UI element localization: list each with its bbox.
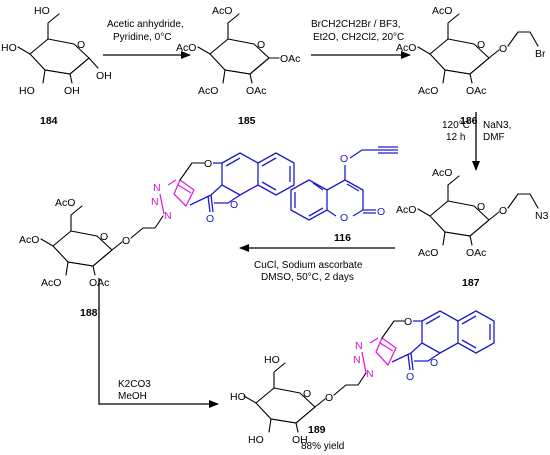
compound-188: O AcO AcO AcO OAc O 188 N N N O O O [19, 152, 295, 319]
compound-label-185: 185 [238, 115, 256, 127]
label-aco-bottom: AcO [198, 85, 218, 97]
step4-line1: CuCl, Sodium ascorbate [254, 260, 363, 271]
step1-line1: Acetic anhydride, [107, 19, 184, 30]
label-azide: N3 [535, 210, 549, 222]
triazole-n3: N [355, 340, 363, 352]
linker-oxygen: O [122, 235, 130, 247]
carbonyl-oxygen: O [406, 371, 414, 383]
label-ho-top: HO [264, 354, 280, 366]
carbonyl-oxygen: O [206, 213, 214, 225]
linker-oxygen: O [499, 205, 507, 217]
compound-184: O HO HO HO OH OH 184 [1, 5, 112, 127]
lactone-oxygen: O [230, 199, 238, 211]
ether-oxygen: O [340, 153, 348, 165]
step3-right1: NaN3, [483, 120, 511, 131]
compound-189: O HO HO HO OH O 189 88% yield N N N O O … [230, 310, 495, 452]
carbonyl-oxygen: O [377, 206, 385, 218]
ring-oxygen: O [257, 39, 265, 51]
label-ho-top: HO [34, 5, 50, 17]
compound-185: O AcO AcO AcO OAc OAc 185 [176, 5, 300, 127]
step5-line1: K2CO3 [118, 379, 151, 390]
label-aco-left: AcO [396, 204, 416, 216]
label-aco-left: AcO [176, 42, 196, 54]
triazole-n2: N [151, 196, 159, 208]
ring-oxygen: O [477, 201, 485, 213]
label-aco-bottom: AcO [418, 85, 438, 97]
step3-right2: DMF [483, 132, 505, 143]
ring-oxygen: O [303, 388, 311, 400]
label-oh-bottom: OH [64, 85, 80, 97]
label-aco-top: AcO [212, 5, 232, 17]
label-oac-bottom: OAc [466, 247, 486, 259]
step1-line2: Pyridine, 0°C [113, 32, 171, 43]
linker-oxygen: O [325, 392, 333, 404]
compound-label-186: 186 [460, 115, 478, 127]
label-oac-right: OAc [280, 53, 300, 65]
triazole-n1: N [164, 210, 172, 222]
step5-line2: MeOH [118, 391, 147, 402]
ring-oxygen: O [477, 39, 485, 51]
compound-186: O AcO AcO AcO OAc O Br 186 [396, 5, 546, 127]
ether-oxygen: O [404, 316, 412, 328]
step3-left1: 120°C [442, 120, 470, 131]
label-ho-left: HO [230, 391, 246, 403]
lactone-oxygen: O [340, 212, 348, 224]
compound-label-187: 187 [462, 277, 480, 289]
label-ho-mid: HO [19, 85, 35, 97]
label-oac-bottom: OAc [246, 85, 266, 97]
triazole-n3: N [153, 182, 161, 194]
label-aco-top: AcO [432, 167, 452, 179]
label-aco-bottom: AcO [41, 277, 61, 289]
triazole-n1: N [366, 368, 374, 380]
label-aco-bottom: AcO [418, 247, 438, 259]
step2-line1: BrCH2CH2Br / BF3, [311, 19, 400, 30]
compound-187: O AcO AcO AcO OAc O N3 187 [396, 167, 549, 289]
linker-oxygen: O [499, 43, 507, 55]
label-aco-left: AcO [396, 42, 416, 54]
compound-label-188: 188 [80, 307, 98, 319]
label-ho-bottom: HO [248, 434, 264, 446]
ring-oxygen: O [100, 231, 108, 243]
triazole-n2: N [353, 354, 361, 366]
label-oac-bottom: OAc [466, 85, 486, 97]
step4-line2: DMSO, 50°C, 2 days [261, 272, 354, 283]
step3-left2: 12 h [446, 132, 465, 143]
step2-line2: Et2O, CH2Cl2, 20°C [313, 32, 404, 43]
yield-text: 88% yield [301, 441, 344, 452]
label-br: Br [535, 48, 546, 60]
ring-oxygen: O [77, 39, 85, 51]
label-aco-left: AcO [19, 234, 39, 246]
lactone-oxygen: O [430, 357, 438, 369]
compound-label-116: 116 [334, 232, 351, 244]
label-oh-right: OH [96, 70, 112, 82]
reaction-arrow-5 [98, 278, 219, 408]
ether-oxygen: O [204, 158, 212, 170]
compound-116: O O O 116 [290, 146, 398, 244]
label-ho-left: HO [1, 42, 17, 54]
compound-label-184: 184 [40, 115, 58, 127]
label-aco-top: AcO [55, 197, 75, 209]
compound-label-189: 189 [308, 424, 326, 436]
label-aco-top: AcO [432, 5, 452, 17]
label-oh-bottom: OH [292, 434, 308, 446]
